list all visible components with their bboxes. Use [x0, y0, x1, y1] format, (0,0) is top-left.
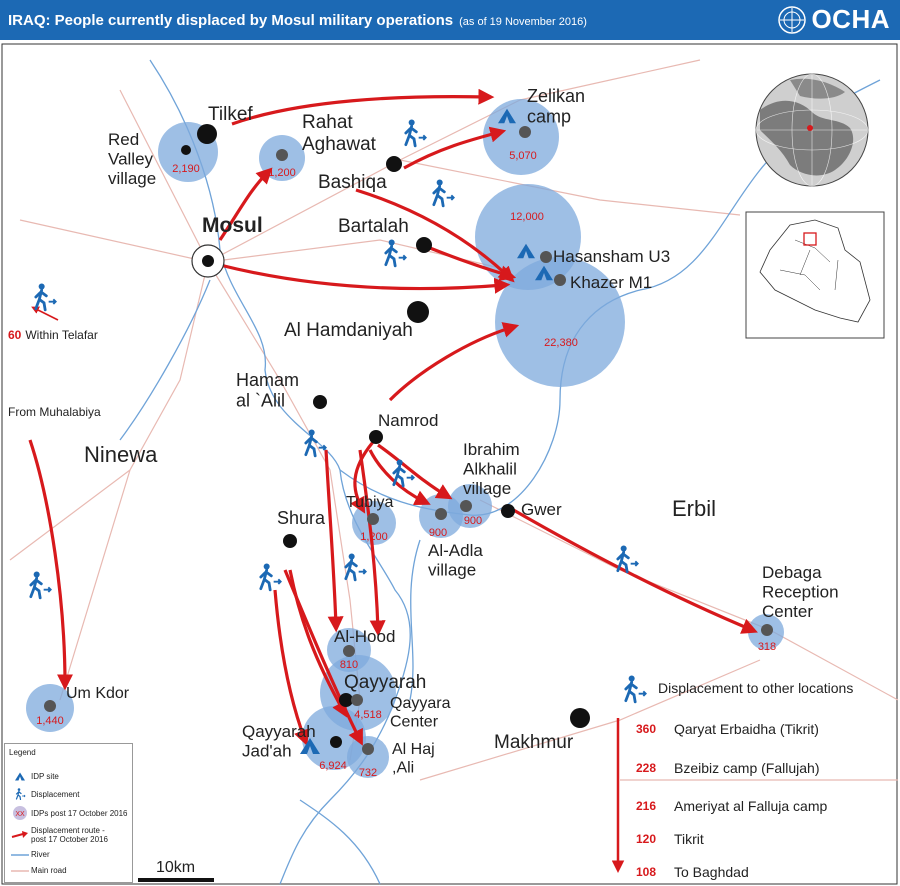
svg-text:108: 108 [636, 865, 656, 879]
town-dots [181, 124, 590, 748]
svg-text:XX: XX [15, 811, 25, 818]
legend-road: Main road [9, 866, 67, 875]
displacement-icon [15, 788, 26, 800]
svg-text:Qaryat Erbaidha (Tikrit): Qaryat Erbaidha (Tikrit) [674, 721, 819, 737]
un-emblem-icon [778, 5, 807, 34]
map-date: (as of 19 November 2016) [459, 16, 587, 28]
count-ibrahim: 900 [464, 515, 482, 527]
scale-bar: 10km [138, 859, 214, 882]
dest-row-2: 216 Ameriyat al Falluja camp [636, 798, 827, 814]
dest-row-0: 360 Qaryat Erbaidha (Tikrit) [636, 721, 819, 737]
label-bashiqa: Bashiqa [318, 172, 387, 193]
svg-text:216: 216 [636, 799, 656, 813]
label-al-hood: Al-Hood [334, 627, 395, 646]
ocha-text: OCHA [811, 4, 890, 34]
legend-displacement: Displacement [9, 788, 79, 800]
route-arrow-icon [11, 831, 28, 838]
label-tilkef: Tilkef [208, 104, 253, 125]
label-erbil: Erbil [672, 496, 716, 521]
globe-inset [755, 73, 869, 187]
label-makhmur: Makhmur [494, 732, 574, 753]
label-hasansham: Hasansham U3 [553, 247, 670, 266]
label-khazer: Khazer M1 [570, 273, 652, 292]
svg-text:120: 120 [636, 832, 656, 846]
road-line-icon [11, 869, 29, 872]
idp-circle-khazer [495, 257, 625, 387]
svg-text:Bzeibiz camp (Fallujah): Bzeibiz camp (Fallujah) [674, 760, 820, 776]
idp-site-icon [15, 772, 25, 781]
label-bartalah: Bartalah [338, 216, 409, 237]
svg-text:To Baghdad: To Baghdad [674, 864, 749, 880]
svg-text:Ameriyat al Falluja camp: Ameriyat al Falluja camp [674, 798, 827, 814]
iraq-inset [745, 211, 885, 339]
displacement-routes [28, 88, 758, 746]
map-frame [1, 43, 898, 885]
legend-river: River [9, 850, 50, 859]
count-haj-ali: 732 [359, 767, 377, 779]
other-locations: Displacement to other locations 360 Qarya… [611, 680, 853, 880]
idp-circle-haj-ali [347, 736, 389, 778]
map-title: IRAQ: People currently displaced by Mosu… [8, 12, 587, 29]
dest-row-1: 228 Bzeibiz camp (Fallujah) [636, 760, 820, 776]
count-al-hood: 810 [340, 659, 358, 671]
river-line-icon [11, 853, 29, 856]
label-ninewa: Ninewa [84, 442, 158, 467]
legend-title: Legend [9, 748, 36, 757]
legend: Legend IDP site Displacement XX IDPs pos… [4, 743, 133, 883]
dest-row-4: 108 To Baghdad [636, 864, 749, 880]
count-khazer: 22,380 [544, 337, 578, 349]
dest-row-3: 120 Tikrit [636, 831, 704, 847]
label-mosul: Mosul [202, 214, 263, 237]
legend-route: Displacement route - post 17 October 201… [9, 826, 108, 844]
count-rahat: 1,200 [268, 167, 296, 179]
label-qayyarah: Qayyarah [344, 672, 426, 693]
count-tubiya: 1,200 [360, 531, 388, 543]
count-hasansham: 12,000 [510, 211, 544, 223]
label-from-muhalabiya: From Muhalabiya [8, 405, 101, 419]
other-locations-title: Displacement to other locations [658, 680, 853, 696]
map-header: IRAQ: People currently displaced by Mosu… [0, 0, 900, 40]
count-zelikan: 5,070 [509, 150, 537, 162]
label-al-haj-ali: Al Haj,Ali [392, 741, 435, 776]
label-um-kdor: Um Kdor [66, 685, 130, 702]
label-namrod: Namrod [378, 411, 438, 430]
idp-site-dots [44, 126, 773, 755]
label-gwer: Gwer [521, 500, 562, 519]
label-tubiya: Tubiya [346, 494, 394, 511]
count-um-kdor: 1,440 [36, 715, 64, 727]
svg-text:Tikrit: Tikrit [674, 831, 704, 847]
idp-counts: 2,190 1,200 5,070 12,000 22,380 1,200 90… [36, 150, 776, 779]
svg-text:228: 228 [636, 761, 656, 775]
legend-idp-site: IDP site [9, 772, 59, 781]
ocha-logo: OCHA [777, 4, 890, 35]
svg-text:360: 360 [636, 722, 656, 736]
within-telafar-arrow [31, 306, 59, 321]
count-al-adla: 900 [429, 527, 447, 539]
label-al-hamdaniyah: Al Hamdaniyah [284, 320, 413, 341]
mosul-city-symbol [191, 244, 225, 278]
label-shura: Shura [277, 508, 326, 528]
count-red-valley: 2,190 [172, 163, 200, 175]
idp-circle-swatch: XX [13, 806, 27, 820]
scale-label: 10km [156, 859, 195, 876]
count-jadah: 6,924 [319, 760, 347, 772]
legend-idps-post: XX IDPs post 17 October 2016 [9, 806, 128, 820]
count-qayyarah: 4,518 [354, 709, 382, 721]
count-debaga: 318 [758, 641, 776, 653]
